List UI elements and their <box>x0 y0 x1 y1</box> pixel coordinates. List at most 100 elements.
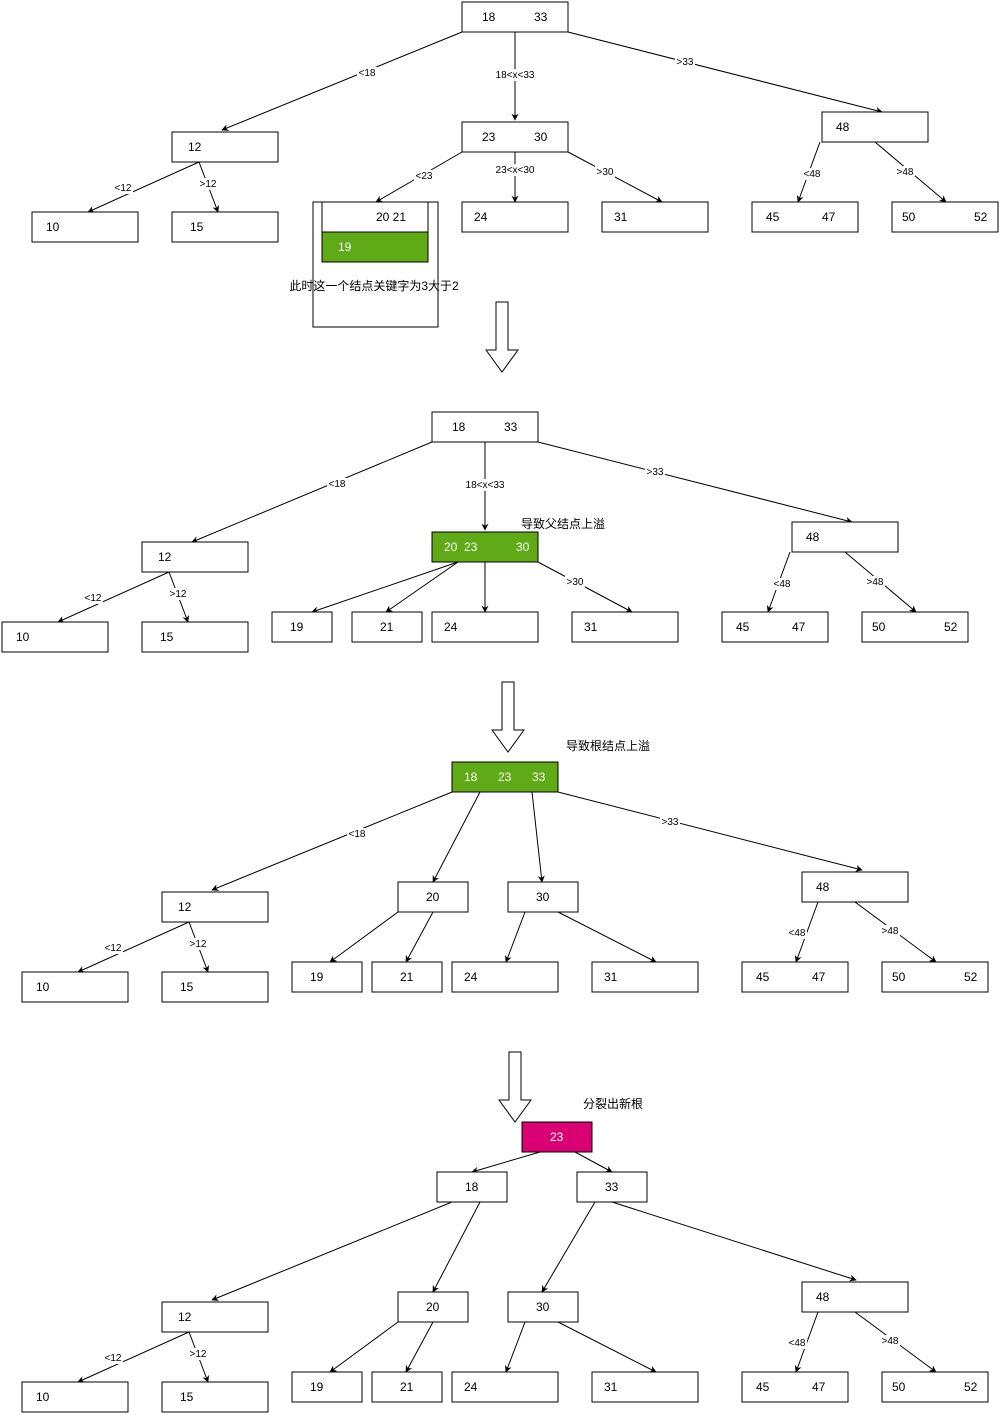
tree-edge <box>221 31 463 131</box>
node-key: 45 <box>766 210 780 224</box>
tree-node-s4_n15: 15 <box>161 1381 269 1413</box>
tree-node-s4_n33: 33 <box>576 1171 648 1203</box>
tree-node-s4_n24: 24 <box>451 1371 559 1403</box>
node-key: 31 <box>614 210 628 224</box>
tree-edge <box>504 911 526 963</box>
node-key: 10 <box>46 220 60 234</box>
node-key: 21 <box>400 1380 414 1394</box>
tree-edge <box>611 1201 857 1282</box>
tree-edge <box>432 791 481 883</box>
node-key: 52 <box>964 970 978 984</box>
tree-node-s4_n30: 30 <box>507 1291 579 1323</box>
tree-node-s3_n15: 15 <box>161 971 269 1003</box>
tree-node-s3_n21: 21 <box>371 961 443 993</box>
node-key: 15 <box>180 1390 194 1404</box>
node-key: 24 <box>474 210 488 224</box>
node-key: 20 21 <box>376 210 406 224</box>
tree-edge <box>77 1331 190 1383</box>
edge-label: >33 <box>677 57 694 68</box>
tree-edge <box>329 911 399 963</box>
tree-node-s1_n10: 10 <box>31 211 139 243</box>
node-key: 47 <box>812 1380 826 1394</box>
tree-node-s2_n15: 15 <box>141 621 249 653</box>
step-note: 此时这一个结点关键字为3大于2 <box>289 278 459 293</box>
edge-label: >33 <box>647 467 664 478</box>
node-key: 45 <box>756 970 770 984</box>
tree-node-s3_n30: 30 <box>507 881 579 913</box>
edge-label: >33 <box>662 817 679 828</box>
tree-node-s4_root: 23 <box>521 1121 593 1153</box>
tree-node-s1_n31: 31 <box>601 201 709 233</box>
node-key: 10 <box>16 630 30 644</box>
node-key: 50 <box>872 620 886 634</box>
tree-edge <box>405 911 434 963</box>
edge-label: <18 <box>329 479 346 490</box>
edge-label: >30 <box>567 577 584 588</box>
node-key: 15 <box>180 980 194 994</box>
node-key: 12 <box>188 140 202 154</box>
node-key: 52 <box>944 620 958 634</box>
tree-node-s3_n19: 19 <box>291 961 363 993</box>
edge-label: <12 <box>105 1353 122 1364</box>
node-key: 19 <box>338 240 352 254</box>
node-key: 21 <box>400 970 414 984</box>
node-key: 48 <box>816 880 830 894</box>
edge-label: <48 <box>789 1338 806 1349</box>
edge-label: <48 <box>789 928 806 939</box>
node-key: 33 <box>504 420 518 434</box>
node-key: 20 <box>426 890 440 904</box>
edge-label: <12 <box>115 183 132 194</box>
node-key: 15 <box>190 220 204 234</box>
node-key: 50 <box>902 210 916 224</box>
node-key: 15 <box>160 630 174 644</box>
tree-node-s2_n5052: 50 52 <box>861 611 969 643</box>
tree-node-s4_n31: 31 <box>591 1371 699 1403</box>
node-key: 12 <box>158 550 172 564</box>
edge-label: <12 <box>85 593 102 604</box>
edge-label: <23 <box>416 171 433 182</box>
tree-edge <box>471 1151 541 1174</box>
tree-node-s3_n10: 10 <box>21 971 129 1003</box>
edge-label: >48 <box>882 926 899 937</box>
node-key: 24 <box>464 970 478 984</box>
node-key: 23 <box>498 770 512 784</box>
node-key: 45 <box>736 620 750 634</box>
tree-edge <box>211 791 453 891</box>
tree-edge <box>557 791 863 872</box>
tree-node-s1_n24: 24 <box>461 201 569 233</box>
tree-edge <box>57 571 170 623</box>
edge-label: 18<x<33 <box>466 480 505 491</box>
tree-node-s4_n20: 20 <box>397 1291 469 1323</box>
edge-label: 23<x<30 <box>496 165 535 176</box>
tree-node-s2_n21: 21 <box>351 611 423 643</box>
tree-edge <box>405 1321 434 1373</box>
node-key: 52 <box>964 1380 978 1394</box>
edge-label: <12 <box>105 943 122 954</box>
tree-node-s2_n12: 12 <box>141 541 249 573</box>
tree-edge <box>541 1201 596 1293</box>
node-key: 18 <box>465 1180 479 1194</box>
node-key: 12 <box>178 900 192 914</box>
tree-node-s4_n48: 48 <box>801 1281 909 1313</box>
node-key: 18 <box>464 770 478 784</box>
node-key: 23 <box>464 540 478 554</box>
node-key: 10 <box>36 1390 50 1404</box>
node-key: 33 <box>534 10 548 24</box>
node-key: 31 <box>604 970 618 984</box>
tree-node-s2_n31: 31 <box>571 611 679 643</box>
tree-node-s2_n24: 24 <box>431 611 539 643</box>
tree-edge <box>557 911 657 963</box>
tree-node-s4_n19: 19 <box>291 1371 363 1403</box>
step-note: 导致父结点上溢 <box>521 517 605 531</box>
edge-label: <18 <box>359 68 376 79</box>
edge-label: 18<x<33 <box>496 70 535 81</box>
edge-label: >30 <box>597 167 614 178</box>
node-key: 47 <box>822 210 836 224</box>
